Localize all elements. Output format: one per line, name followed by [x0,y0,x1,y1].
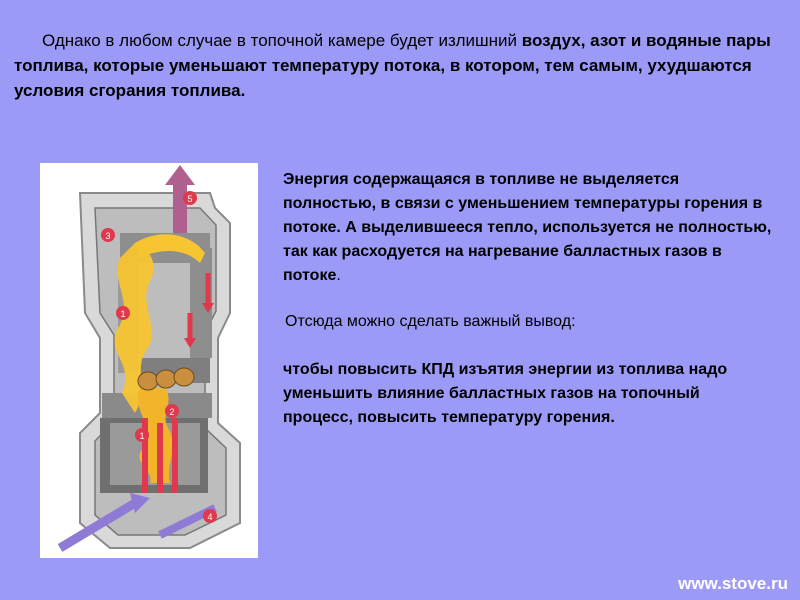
marker-1-upper: 1 [116,306,130,320]
marker-4: 4 [203,509,217,523]
marker-5: 5 [183,191,197,205]
marker-3: 3 [101,228,115,242]
conclusion-text: чтобы повысить КПД изъятия энергии из то… [283,361,728,426]
svg-text:5: 5 [187,194,192,204]
svg-text:3: 3 [105,231,110,241]
marker-1-lower: 1 [135,428,149,442]
energy-paragraph: Энергия содержащаяся в топливе не выделя… [283,168,773,288]
intro-bold-text: воздух, азот и водяные пары топлива, кот… [14,31,771,100]
conclusion-intro: Отсюда можно сделать важный вывод: [285,313,576,330]
explanation-text: Энергия содержащаяся в топливе не выделя… [283,168,773,430]
svg-text:2: 2 [169,407,174,417]
stove-cutaway-illustration: 5 3 1 2 1 4 [57,165,241,552]
site-url[interactable]: www.stove.ru [678,574,788,593]
stove-diagram: 5 3 1 2 1 4 [40,163,258,558]
svg-text:1: 1 [139,431,144,441]
svg-text:1: 1 [120,309,125,319]
marker-2: 2 [165,404,179,418]
intro-text: Однако в любом случае в топочной камере … [42,31,522,50]
svg-text:4: 4 [207,512,212,522]
intro-paragraph: Однако в любом случае в топочной камере … [14,28,784,103]
energy-text: Энергия содержащаяся в топливе не выделя… [283,171,772,284]
energy-period: . [336,267,341,284]
